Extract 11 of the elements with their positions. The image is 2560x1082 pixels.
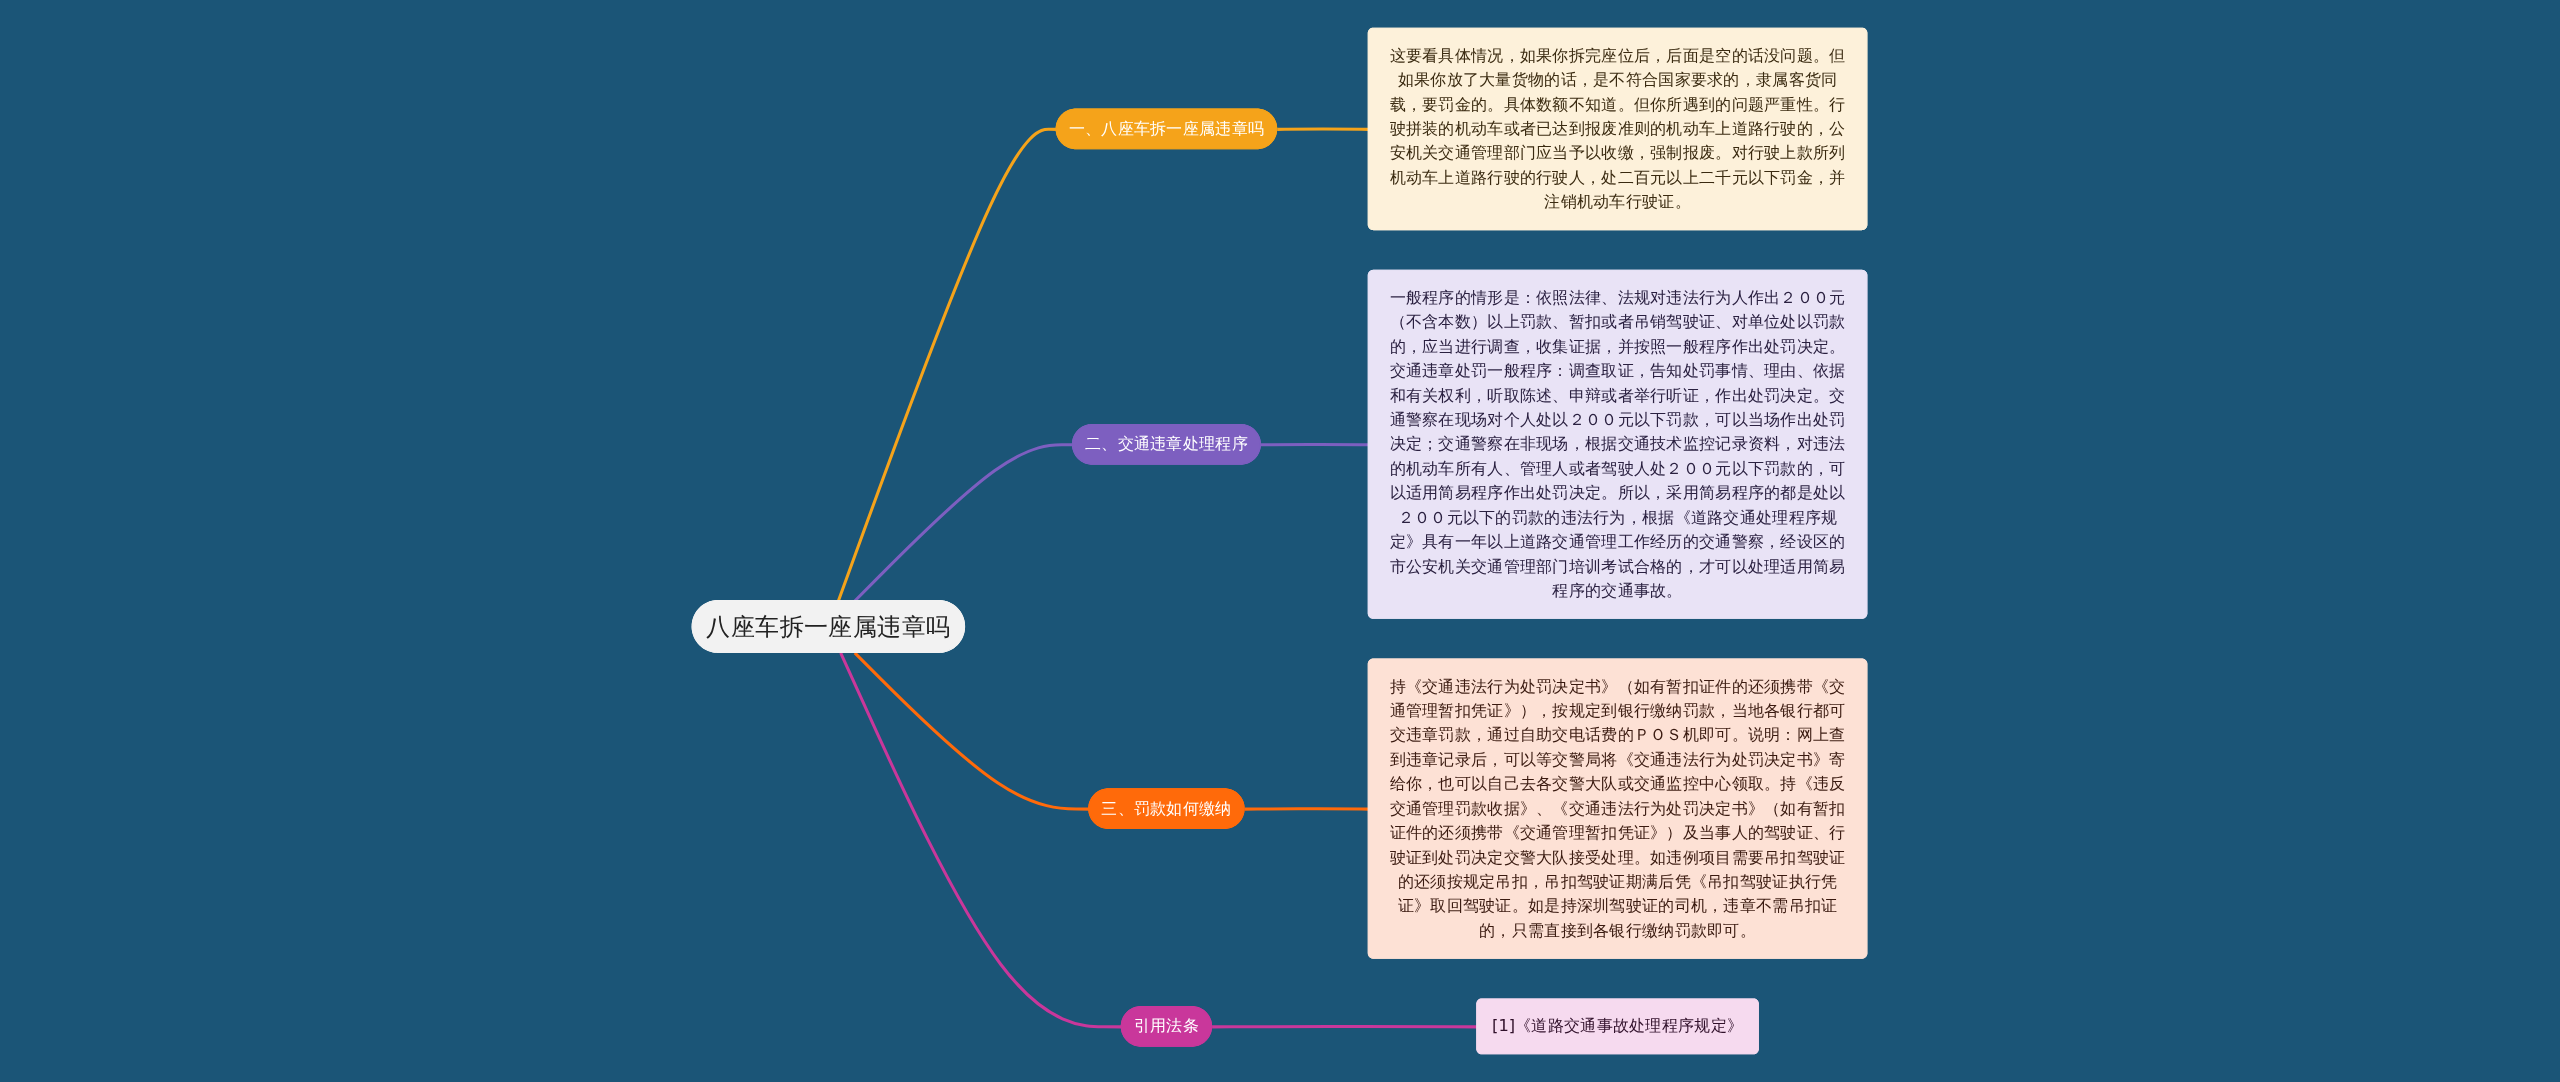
note-box: 持《交通违法行为处罚决定书》（如有暂扣证件的还须携带《交通管理暂扣凭证》），按规定到银行缴纳罚款，当地各银行都可交违章罚款，通过自助交电话费的ＰＯＳ机即可。说明：网上查到违章记录后，可以等交警局将《交通违法行为处罚决定书》寄给你，也可以自己去各交警大队或交通监控中心领取。持《违反交通管理罚款收据》、《交通违法行为处罚决定书》（如有暂扣证件的还须携带《交通管理暂扣凭证》）及当事人的驾驶证、行驶证到处罚决定交警大队接受处理。如违例项目需要吊扣驾驶证的还须按规定吊扣，吊扣驾驶证期满后凭《吊扣驾驶证执行凭证》取回驾驶证。如是持深圳驾驶证的司机，违章不需吊扣证的，只需直接到各银行缴纳罚款即可。 <box>1368 658 1868 959</box>
connector-line <box>854 651 1090 811</box>
branch-topic-node: 引用法条 <box>1121 1006 1213 1047</box>
branch-topic-node: 二、交通违章处理程序 <box>1072 423 1262 465</box>
branch-topic-node: 一、八座车拆一座属违章吗 <box>1056 108 1278 150</box>
note-box: [1]《道路交通事故处理程序规定》 <box>1476 998 1760 1055</box>
central-topic-node: 八座车拆一座属违章吗 <box>692 600 966 653</box>
note-box: 这要看具体情况，如果你拆完座位后，后面是空的话没问题。但如果你放了大量货物的话，是不符合国家要求的，隶属客货同载，要罚金的。具体数额不知道。但你所遇到的问题严重性。行驶拼装的机动车或者已达到报废准则的机动车上道路行驶的，公安机关交通管理部门应当予以收缴，强制报废。对行驶上款所列机动车上道路行驶的行驶人，处二百元以上二千元以下罚金，并注销机动车行驶证。 <box>1368 27 1868 231</box>
connector-line <box>1212 1025 1478 1029</box>
branch-topic-node: 三、罚款如何缴纳 <box>1088 788 1246 829</box>
note-box: 一般程序的情形是：依照法律、法规对违法行为人作出２００元（不含本数）以上罚款、暂扣或者吊销驾驶证、对单位处以罚款的，应当进行调查，收集证据，并按照一般程序作出处罚决定。交通违章处罚一般程序：调查取证，告知处罚事情、理由、依据和有关权利，听取陈述、申辩或者举行听证，作出处罚决定。交通警察在现场对个人处以２００元以下罚款，可以当场作出处罚决定；交通警察在非现场，根据交通技术监控记录资料，对违法的机动车所有人、管理人或者驾驶人处２００元以下罚款的，可以适用简易程序作出处罚决定。所以，采用简易程序的都是处以２００元以下的罚款的违法行为，根据《道路交通处理程序规定》具有一年以上道路交通管理工作经历的交通警察，经设区的市公安机关交通管理部门培训考试合格的，才可以处理适用简易程序的交通事故。 <box>1368 269 1868 619</box>
